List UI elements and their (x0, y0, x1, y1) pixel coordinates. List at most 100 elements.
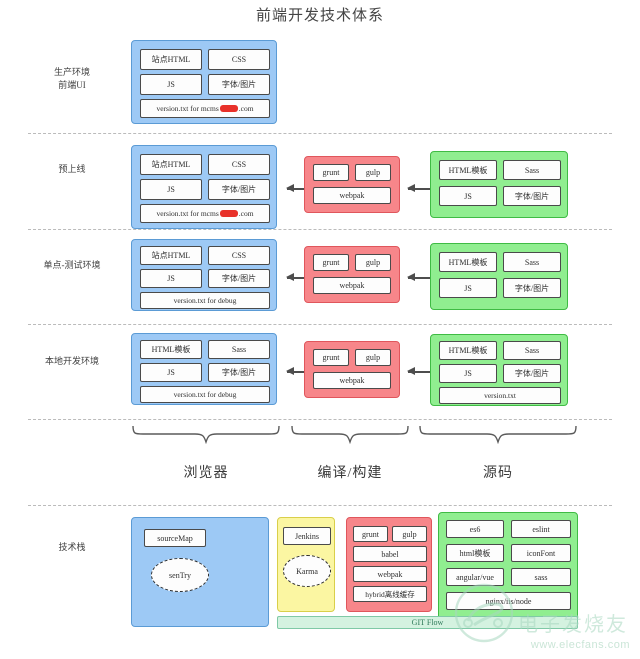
cell-css: CSS (208, 246, 270, 265)
cell-html-template: HTML模板 (439, 341, 497, 360)
arrow-source-to-build-test (407, 274, 434, 281)
cell-eslint: eslint (511, 520, 571, 538)
techstack-browser-group: sourceMap senTry (131, 517, 269, 627)
techstack-build-group: grunt gulp babel webpak hybrid离线缓存 (346, 517, 432, 612)
watermark-url: www.elecfans.com (530, 639, 630, 651)
cell-html-template: HTML模板 (439, 252, 497, 272)
cell-fonts-images: 字体/图片 (208, 363, 270, 382)
cell-es6: es6 (446, 520, 504, 538)
arrow-source-to-build-prelaunch (407, 185, 434, 192)
row-label-line1: 预上线 (58, 164, 86, 174)
cell-fonts-images: 字体/图片 (503, 364, 561, 383)
cell-sass: Sass (503, 160, 561, 180)
cell-version-file: version.txt for mcms .com (140, 99, 270, 118)
cell-nginx-iis-node: nginx/iis/node (446, 592, 571, 610)
cell-css: CSS (208, 154, 270, 175)
cell-js: JS (140, 269, 202, 288)
row-separator-4 (28, 419, 612, 420)
cell-html-template: html模板 (446, 544, 504, 562)
cell-webpak: webpak (353, 566, 427, 582)
brace-source (419, 425, 577, 444)
cell-html-template: HTML模板 (140, 340, 202, 359)
version-text-suffix: .com (238, 209, 254, 218)
cell-js: JS (439, 364, 497, 383)
cell-version-file: version.txt (439, 387, 561, 404)
cell-fonts-images: 字体/图片 (208, 74, 270, 95)
cell-gulp: gulp (355, 349, 391, 366)
cell-js: JS (140, 179, 202, 200)
build-group-prelaunch: grunt gulp webpak (304, 156, 400, 213)
cell-grunt: grunt (313, 164, 349, 181)
cell-site-html: 站点HTML (140, 246, 202, 265)
brace-label-source: 源码 (483, 466, 513, 481)
cell-js: JS (140, 74, 202, 95)
cell-css: CSS (208, 49, 270, 70)
cell-webpak: webpak (313, 187, 391, 204)
cell-iconfont: iconFont (511, 544, 571, 562)
cell-version-file: version.txt for debug (140, 386, 270, 403)
cell-js: JS (140, 363, 202, 382)
cell-gulp: gulp (355, 164, 391, 181)
row-label-production: 生产环境 前端UI (12, 66, 132, 92)
arrow-source-to-build-local (407, 368, 434, 375)
build-group-test: grunt gulp webpak (304, 246, 400, 303)
cell-gulp: gulp (392, 526, 427, 542)
redaction-block (219, 210, 238, 217)
build-group-local-dev: grunt gulp webpak (304, 341, 400, 398)
cell-fonts-images: 字体/图片 (503, 186, 561, 206)
brace-label-browser: 浏览器 (183, 466, 229, 481)
cell-grunt: grunt (353, 526, 388, 542)
brace-build (291, 425, 409, 444)
row-separator-3 (28, 324, 612, 325)
page-title: 前端开发技术体系 (255, 8, 384, 24)
version-text-suffix: .com (238, 104, 254, 113)
row-label-line1: 生产环境 (53, 67, 90, 77)
browser-group-production: 站点HTML CSS JS 字体/图片 version.txt for mcms… (131, 40, 277, 124)
row-separator-5 (28, 505, 612, 506)
ellipse-karma: Karma (283, 555, 331, 587)
techstack-label: 技术栈 (58, 542, 86, 552)
gitflow-bar: GIT Flow (277, 616, 578, 629)
cell-fonts-images: 字体/图片 (208, 179, 270, 200)
cell-version-file: version.txt for debug (140, 292, 270, 309)
cell-sass: sass (511, 568, 571, 586)
cell-webpak: webpak (313, 372, 391, 389)
source-group-prelaunch: HTML模板 Sass JS 字体/图片 (430, 151, 568, 218)
cell-grunt: grunt (313, 254, 349, 271)
cell-js: JS (439, 186, 497, 206)
cell-babel: babel (353, 546, 427, 562)
ellipse-sentry: senTry (151, 558, 209, 592)
techstack-source-group: es6 eslint html模板 iconFont angular/vue s… (438, 512, 578, 622)
browser-group-local-dev: HTML模板 Sass JS 字体/图片 version.txt for deb… (131, 333, 277, 405)
source-group-local-dev: HTML模板 Sass JS 字体/图片 version.txt (430, 334, 568, 406)
row-separator-2 (28, 229, 612, 230)
cell-fonts-images: 字体/图片 (208, 269, 270, 288)
cell-webpak: webpak (313, 277, 391, 294)
browser-group-prelaunch: 站点HTML CSS JS 字体/图片 version.txt for mcms… (131, 145, 277, 229)
row-label-line2: 前端UI (58, 80, 86, 90)
row-label-line1: 单点-测试环境 (43, 260, 101, 270)
row-label-techstack: 技术栈 (12, 541, 132, 554)
cell-gulp: gulp (355, 254, 391, 271)
row-label-local-dev: 本地开发环境 (12, 355, 132, 368)
cell-version-file: version.txt for mcms .com (140, 204, 270, 223)
cell-site-html: 站点HTML (140, 154, 202, 175)
cell-sass: Sass (503, 252, 561, 272)
version-text-prefix: version.txt for mcms (156, 104, 219, 113)
cell-hybrid-offline-cache: hybrid离线缓存 (353, 586, 427, 602)
cell-angular-vue: angular/vue (446, 568, 504, 586)
cell-site-html: 站点HTML (140, 49, 202, 70)
cell-js: JS (439, 278, 497, 298)
cell-html-template: HTML模板 (439, 160, 497, 180)
cell-sass: Sass (503, 341, 561, 360)
redaction-block (219, 105, 238, 112)
cell-fonts-images: 字体/图片 (503, 278, 561, 298)
row-separator-1 (28, 133, 612, 134)
cell-sourcemap: sourceMap (144, 529, 206, 547)
browser-group-test: 站点HTML CSS JS 字体/图片 version.txt for debu… (131, 239, 277, 311)
cell-sass: Sass (208, 340, 270, 359)
row-label-line1: 本地开发环境 (44, 356, 99, 366)
cell-grunt: grunt (313, 349, 349, 366)
techstack-ci-group: Jenkins Karma (277, 517, 335, 612)
